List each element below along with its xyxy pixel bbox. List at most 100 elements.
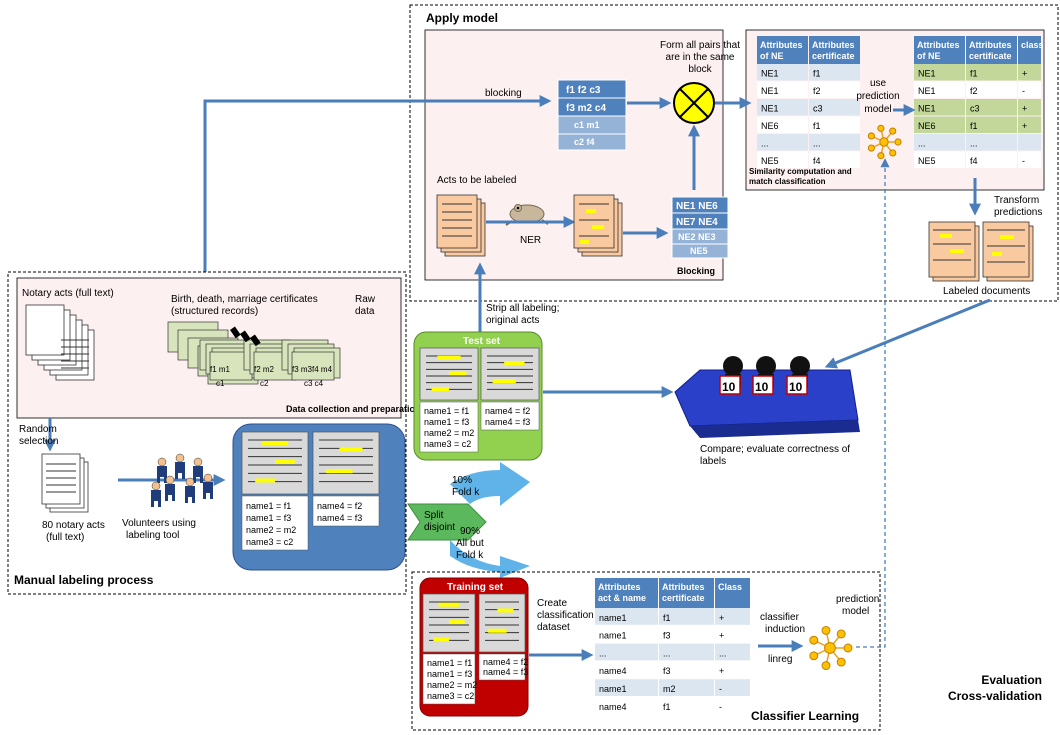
manual-caption: Manual labeling process — [14, 573, 154, 587]
table-cell — [809, 151, 860, 168]
network-node — [821, 661, 831, 671]
training-set-title: Training set — [447, 582, 504, 593]
certificate-mark — [239, 330, 251, 343]
score-text: 10 — [789, 380, 803, 394]
volunteer-body — [151, 490, 161, 501]
table-cell-text: f3 — [663, 631, 671, 641]
table-cell — [914, 116, 965, 133]
table-cell — [809, 99, 860, 116]
volunteer-leg — [192, 497, 195, 503]
label-text: name1 = f3 — [424, 417, 469, 427]
form-pairs-label: block — [688, 64, 712, 75]
table-cell-text: + — [1022, 104, 1027, 114]
label-text: name1 = f1 — [427, 658, 472, 668]
volunteer-head — [151, 481, 161, 491]
volunteer-leg — [175, 473, 178, 479]
table-cell — [809, 64, 860, 81]
table-header-text: class — [1021, 40, 1044, 50]
volunteer-leg — [165, 495, 168, 501]
table-cell-text: + — [1022, 69, 1027, 79]
network-node — [867, 144, 875, 152]
raw-data-label: data — [355, 306, 375, 317]
doc-highlight — [433, 637, 449, 642]
doc-highlight — [326, 469, 353, 474]
label-text: name3 = c2 — [427, 691, 474, 701]
network-node — [809, 635, 819, 645]
volunteer-body — [165, 484, 175, 495]
table-cell-text: + — [1022, 121, 1027, 131]
table-cell — [595, 625, 658, 643]
network-node — [836, 657, 846, 667]
table-cell-text: NE1 — [761, 104, 779, 114]
split-arrow: Split disjoint — [407, 503, 487, 541]
certificates-label: (structured records) — [171, 306, 258, 317]
judge-head — [790, 356, 810, 376]
network-node — [867, 132, 875, 140]
table-cell — [809, 134, 860, 151]
cert-label: c3 c4 — [304, 379, 324, 388]
compare-label: Compare; evaluate correctness of — [700, 444, 850, 455]
volunteers-label: Volunteers using — [122, 518, 196, 529]
use-model-label: use — [870, 78, 887, 89]
table-cell-text: f1 — [663, 702, 671, 712]
table-cell-text: name4 — [599, 702, 627, 712]
volunteer-leg — [185, 497, 188, 503]
network-node — [894, 138, 902, 146]
random-selection-label: Random — [19, 424, 57, 435]
table-cell — [757, 64, 808, 81]
table-cell-text: f1 — [813, 69, 821, 79]
use-model-label: model — [864, 104, 891, 115]
table-header-cell — [914, 36, 965, 64]
doc-highlight — [275, 459, 295, 464]
table-header-cell — [966, 36, 1017, 64]
table-header-text: Attributes — [662, 582, 705, 592]
label-text: name1 = f1 — [246, 501, 291, 511]
volunteer-leg — [157, 477, 160, 483]
table-cell-text: f4 — [813, 156, 821, 166]
classifier-induction-label: classifier — [760, 612, 800, 623]
model-link-line — [856, 186, 886, 648]
doc-page — [478, 593, 526, 653]
table-header-text: of NE — [760, 51, 784, 61]
table-cell-text: NE1 — [761, 86, 779, 96]
table-cell-text: - — [1022, 156, 1025, 166]
table-cell-text: ... — [918, 139, 926, 149]
table-cell — [757, 99, 808, 116]
table-cell — [659, 643, 714, 661]
cert-label: c2 — [260, 379, 269, 388]
labeled-documents — [928, 221, 1034, 282]
table-cell — [914, 99, 965, 116]
label-text: name4 = f3 — [483, 667, 528, 677]
table-cell-text: NE6 — [918, 121, 936, 131]
table-header-text: certificate — [969, 51, 1012, 61]
label-text: name1 = f3 — [246, 513, 291, 523]
network-node — [824, 642, 836, 654]
label-text: name1 = f1 — [424, 406, 469, 416]
table-cell — [659, 625, 714, 643]
classifier-induction-label: induction — [765, 624, 805, 635]
table-cell — [966, 151, 1017, 168]
volunteer-leg — [193, 477, 196, 483]
table-cell — [595, 697, 658, 714]
table-cell-text: name1 — [599, 684, 627, 694]
fold-label: Fold k — [456, 550, 484, 561]
transform-label: predictions — [994, 207, 1042, 218]
volunteer-body — [203, 482, 213, 493]
table-cell-text: f4 — [970, 156, 978, 166]
classifier-learning-caption: Classifier Learning — [751, 709, 859, 723]
compare-label: labels — [700, 456, 726, 467]
evaluation-title: Cross-validation — [948, 689, 1042, 703]
table-cell — [757, 151, 808, 168]
prediction-model-label: model — [842, 606, 869, 617]
prediction-model-label: prediction — [836, 594, 879, 605]
score-text: 10 — [722, 380, 736, 394]
fold-label: 10% — [452, 475, 472, 486]
table-cell — [715, 643, 750, 661]
table-cell — [1018, 116, 1041, 133]
judge-head — [756, 356, 776, 376]
table-cell-text: ... — [813, 139, 821, 149]
volunteer-head — [185, 477, 195, 487]
table-cell-text: NE5 — [918, 156, 936, 166]
label-box — [480, 401, 540, 431]
